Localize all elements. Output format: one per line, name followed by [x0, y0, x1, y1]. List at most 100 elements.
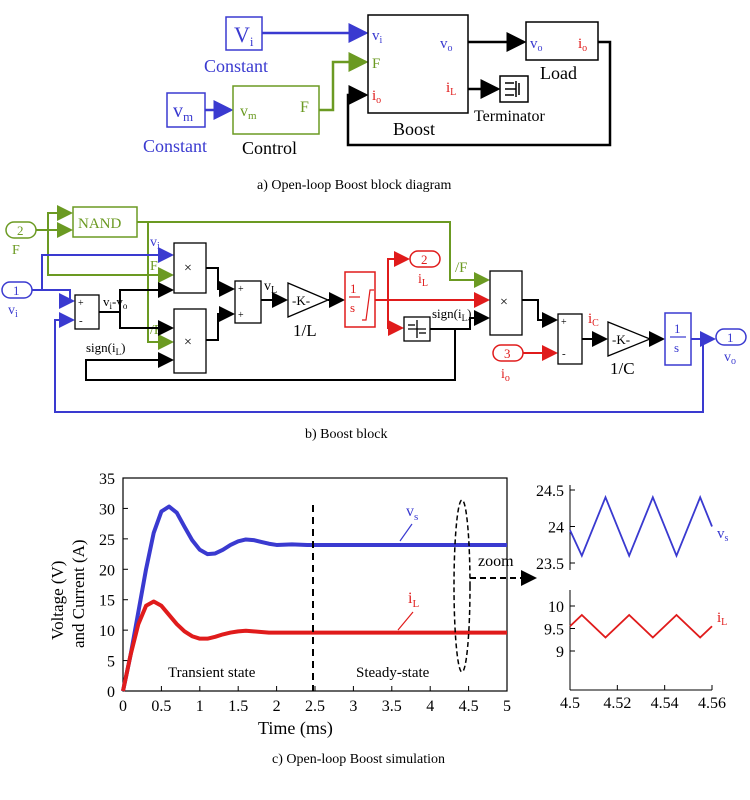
y-tick-label: 10 [99, 623, 115, 640]
transient-label: Transient state [168, 665, 256, 681]
load-out-label: io [578, 36, 587, 54]
mult2-to-sum-wire [206, 306, 235, 341]
sign-icon [408, 320, 426, 338]
boost-out-vo: vo [440, 36, 453, 54]
mult2-symbol: × [184, 335, 192, 350]
gain-1c-k: -K- [612, 332, 630, 347]
mult3-block [489, 270, 523, 336]
sum-vl-block [234, 280, 262, 324]
port-il-out [409, 250, 441, 268]
load-label: Load [540, 63, 577, 83]
mult1-to-sum-wire [206, 267, 235, 297]
integrator-il-den: s [350, 300, 355, 315]
zoom-vs-tick-label: 24 [548, 520, 564, 537]
boost-block [367, 14, 469, 114]
x-tick-label: 4 [426, 698, 434, 715]
x-tick-label: 1.5 [228, 698, 248, 715]
port-il-out-num: 2 [421, 252, 428, 267]
port-vo-out-num: 1 [727, 330, 734, 345]
zoom-vs-tick-label: 23.5 [536, 556, 564, 573]
zoom-ellipse [453, 499, 471, 673]
port-io-in-label: io [501, 367, 510, 384]
panel-a-caption: a) Open-loop Boost block diagram [257, 178, 452, 193]
port-il-out-label: iL [418, 272, 428, 289]
vo-feedback-wire [54, 312, 704, 413]
zoom-il-tick-label: 9.5 [544, 622, 564, 639]
zoom-x-tick-label: 4.54 [651, 695, 679, 712]
zoom-il-tick-label: 10 [548, 599, 564, 616]
mult1-symbol: × [184, 261, 192, 276]
ic-label: iC [588, 311, 599, 329]
gain-1c-block [607, 321, 652, 357]
x-tick-label: 2 [273, 698, 281, 715]
sign-il-right-label: sign(iL) [432, 306, 471, 323]
il-leader [397, 611, 414, 631]
sig-vi-label: vi [150, 235, 160, 252]
series-iL-line [121, 599, 507, 692]
sign-to-mult3-wire [430, 310, 490, 330]
vs-series-label: vs [406, 503, 418, 523]
vs-leader [399, 523, 413, 542]
zoom-vs-label: vs [717, 526, 729, 544]
x-tick-label: 3.5 [382, 698, 402, 715]
zoom-label: zoom [478, 553, 514, 570]
x-axis-label: Time (ms) [258, 718, 333, 739]
sig-nf-label: /F [150, 323, 162, 338]
port-f-num: 2 [17, 223, 24, 238]
zoom-x-tick-label: 4.52 [603, 695, 631, 712]
mult3-to-sum-wire [522, 299, 558, 328]
integrator-il-num: 1 [350, 281, 357, 296]
y-axis-label-1: Voltage (V) [48, 561, 67, 640]
steady-label: Steady-state [356, 665, 430, 681]
x-tick-label: 5 [503, 698, 511, 715]
nf-top-wire [137, 221, 490, 288]
panel-a: Vi Constant vm Constant vm F Control vi … [143, 14, 612, 193]
zoom-x-tick-label: 4.5 [560, 695, 580, 712]
boost-in-f: F [372, 56, 380, 72]
y-axis-label-2: and Current (A) [69, 539, 88, 648]
x-tick-label: 0.5 [151, 698, 171, 715]
nf-right-label: /F [455, 260, 468, 276]
port-vo-out [715, 328, 747, 346]
sum3-minus: - [562, 348, 566, 360]
sum-to-mult2-wire [99, 311, 174, 336]
x-tick-label: 1 [196, 698, 204, 715]
boost-in-io: io [372, 88, 381, 106]
sig-f-label: F [150, 259, 158, 274]
y-tick-label: 0 [107, 684, 115, 701]
x-tick-label: 3 [349, 698, 357, 715]
control-out-label: F [300, 99, 309, 116]
x-tick-label: 2.5 [305, 698, 325, 715]
il-to-port-wire [375, 251, 410, 301]
load-in-label: vo [530, 36, 543, 54]
integrator-vo-den: s [674, 340, 679, 355]
port-vi-num: 1 [13, 283, 20, 298]
gain-1l-label: 1/L [293, 321, 317, 340]
x-tick-label: 0 [119, 698, 127, 715]
y-tick-label: 35 [99, 471, 115, 488]
vl-label: vL [264, 279, 277, 296]
y-tick-label: 20 [99, 562, 115, 579]
io-feedback-wire [346, 40, 612, 147]
port-vi-label: vi [8, 303, 18, 320]
f-to-nand-wire [36, 205, 73, 231]
sum1-plus: + [78, 298, 84, 309]
sum-vi-vo-label: vi-vo [103, 294, 128, 311]
gain-1l-k: -K- [292, 293, 310, 308]
gain-1l-block [287, 282, 330, 318]
vi-constant-label: Constant [204, 56, 268, 76]
main-series [121, 504, 507, 692]
zoom-il-label: iL [717, 610, 727, 628]
y-tick-label: 25 [99, 532, 115, 549]
terminator-icon [505, 81, 520, 97]
sign-il-left-label: sign(iL) [86, 340, 125, 357]
panel-c-caption: c) Open-loop Boost simulation [272, 752, 445, 767]
sum2-plus-top: + [238, 284, 244, 295]
il-to-sign-wire [387, 300, 404, 336]
integrator-vo-num: 1 [674, 321, 681, 336]
f-wire [319, 52, 369, 112]
